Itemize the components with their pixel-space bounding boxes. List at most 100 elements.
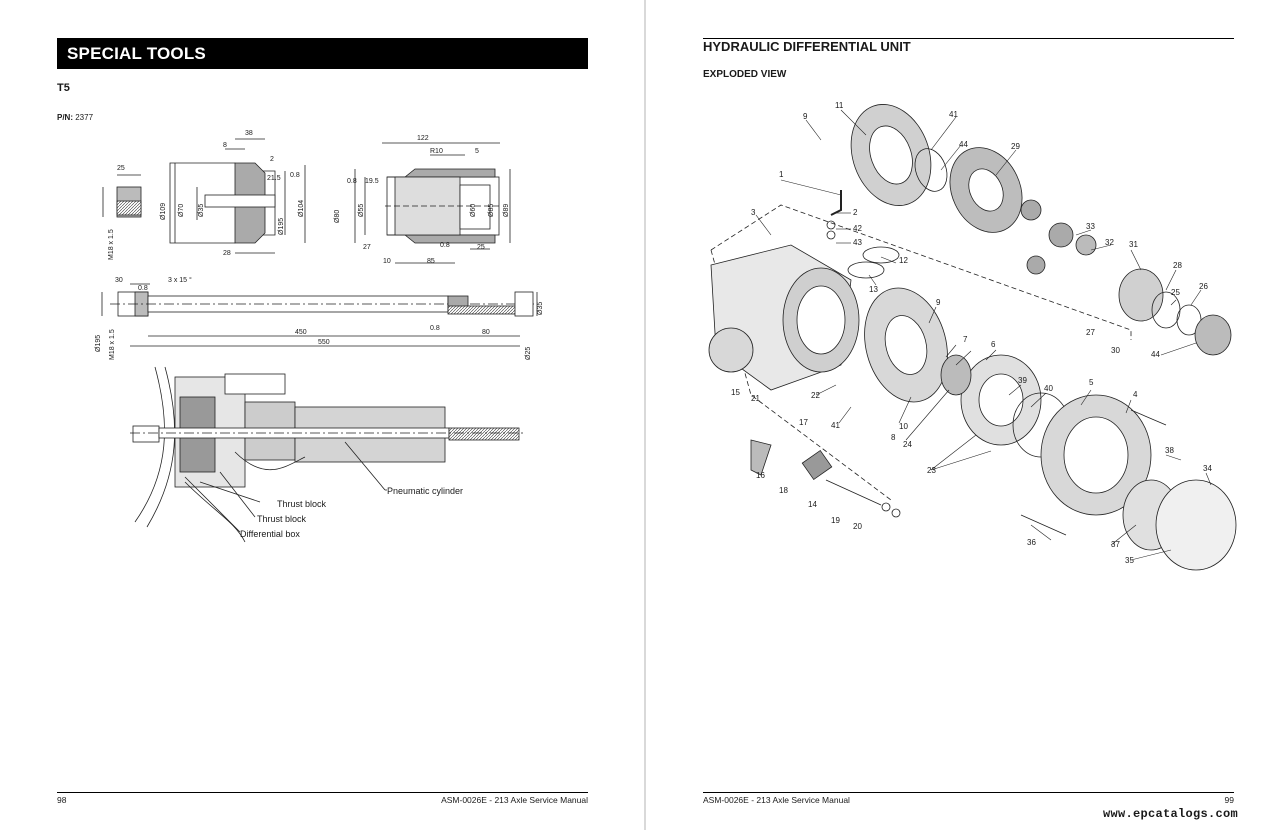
callout-pneumatic-cylinder: Pneumatic cylinder	[387, 486, 463, 496]
part-number-label: 20	[853, 522, 862, 531]
part-number-label: 16	[756, 471, 765, 480]
part-number-label: 2	[853, 208, 858, 217]
part-number-label: 43	[853, 238, 862, 247]
part-number-label: 4	[1133, 390, 1138, 399]
callout-thrust-block-upper: Thrust block	[277, 499, 327, 509]
footer-rule-right	[703, 792, 1234, 793]
part-number-label: 30	[1111, 346, 1120, 355]
dim-o104: Ø104	[298, 200, 305, 217]
dim-0-8-d: 0.8	[138, 285, 148, 292]
callout-differential-box: Differential box	[240, 529, 300, 539]
left-page: SPECIAL TOOLS T5 P/N: 2377	[57, 38, 588, 805]
part-number-label: 27	[1086, 328, 1095, 337]
part-number-label: 36	[1027, 538, 1036, 547]
dim-85: 85	[427, 258, 435, 265]
part-number-label: 7	[963, 335, 968, 344]
callout-thrust-block-lower: Thrust block	[257, 514, 307, 524]
part-number-label: 21	[751, 394, 760, 403]
dim-o195-b: Ø195	[95, 335, 102, 352]
footer-page-number-right: 99	[1224, 795, 1234, 805]
tool-drawing-rod: 30 3 x 15 ° 0.8 Ø35 Ø195 M18 x 1.5 450 8…	[95, 276, 544, 360]
dim-8: 8	[223, 142, 227, 149]
part-number-label: 44	[1151, 350, 1160, 359]
dim-o85: Ø85	[488, 204, 495, 217]
part-number-label: 19	[831, 516, 840, 525]
watermark: www.epcatalogs.com	[1102, 807, 1238, 821]
part-number-label: 17	[799, 418, 808, 427]
dim-3x15: 3 x 15 °	[168, 276, 192, 284]
part-number-label: 44	[959, 140, 968, 149]
dim-25: 25	[117, 165, 125, 172]
dim-o80: Ø80	[334, 210, 341, 223]
dim-19-5: 19.5	[365, 178, 379, 185]
part-number-label: 18	[779, 486, 788, 495]
dim-28: 28	[223, 250, 231, 257]
dim-5: 5	[475, 148, 479, 155]
section-title: SPECIAL TOOLS	[57, 38, 588, 69]
part-number-label: 23	[927, 466, 936, 475]
part-number-label: 41	[831, 421, 840, 430]
dim-o25: Ø25	[525, 347, 532, 360]
dim-m18-b: M18 x 1.5	[109, 329, 116, 360]
part-number-label: 12	[899, 256, 908, 265]
dim-550: 550	[318, 339, 330, 346]
page-title: HYDRAULIC DIFFERENTIAL UNIT	[703, 39, 911, 54]
part-number-label: 9	[803, 112, 808, 121]
part-number-label: 8	[891, 433, 896, 442]
dim-o70: Ø70	[178, 204, 185, 217]
tool-assembly-drawing: Thrust block Thrust block Differential b…	[130, 366, 525, 543]
part-number-label: 38	[1165, 446, 1174, 455]
part-number-label: 24	[903, 440, 912, 449]
part-number-label: 41	[949, 110, 958, 119]
part-number-label: 33	[1086, 222, 1095, 231]
dim-38: 38	[245, 130, 253, 137]
dim-10: 10	[383, 258, 391, 265]
dim-0-8-a: 0.8	[290, 172, 300, 179]
part-number-label: 14	[808, 500, 817, 509]
dim-o35-b: Ø35	[537, 302, 544, 315]
part-number-label: 1	[779, 170, 784, 179]
part-number-label: 5	[1089, 378, 1094, 387]
part-number-label: 10	[899, 422, 908, 431]
part-number-label: 29	[1011, 142, 1020, 151]
part-number-label: 6	[991, 340, 996, 349]
exploded-view-diagram: 9114144291242433333231121328252627304497…	[708, 101, 1237, 571]
part-number-label: 22	[811, 391, 820, 400]
footer-doc-right: ASM-0026E - 213 Axle Service Manual	[703, 795, 850, 805]
tool-code: T5	[57, 82, 70, 94]
part-number-label: 39	[1018, 376, 1027, 385]
dim-r10: R10	[430, 148, 443, 155]
dim-o109: Ø109	[160, 203, 167, 220]
footer-rule-left	[57, 792, 588, 793]
part-number-label: 3	[751, 208, 756, 217]
part-number-label: 42	[853, 224, 862, 233]
part-number-label: 40	[1044, 384, 1053, 393]
dim-o55: Ø55	[358, 204, 365, 217]
part-number-label: 37	[1111, 540, 1120, 549]
dim-21-5: 21.5	[267, 175, 281, 182]
dim-o195: Ø195	[278, 218, 285, 235]
part-number-label: 32	[1105, 238, 1114, 247]
dim-2: 2	[270, 156, 274, 163]
dim-27: 27	[363, 244, 371, 251]
dim-25-b: 25	[477, 244, 485, 251]
dim-o89: Ø89	[503, 204, 510, 217]
pn-value: 2377	[75, 113, 94, 122]
page-gutter	[644, 0, 646, 830]
part-number-label: 25	[1171, 288, 1180, 297]
dim-o60: Ø60	[470, 204, 477, 217]
part-number-label: 31	[1129, 240, 1138, 249]
part-number-label: 9	[936, 298, 941, 307]
part-number-label: 13	[869, 285, 878, 294]
part-number-label: 34	[1203, 464, 1212, 473]
footer-doc-left: ASM-0026E - 213 Axle Service Manual	[441, 795, 588, 805]
pn-label: P/N:	[57, 113, 73, 122]
title-rule	[703, 38, 1234, 39]
dim-30: 30	[115, 277, 123, 284]
dim-450: 450	[295, 329, 307, 336]
part-number: P/N: 2377	[57, 113, 93, 122]
right-page: HYDRAULIC DIFFERENTIAL UNIT EXPLODED VIE…	[646, 0, 1288, 830]
footer-page-number-left: 98	[57, 795, 67, 805]
dim-o35: Ø35	[198, 204, 205, 217]
dim-122: 122	[417, 135, 429, 142]
